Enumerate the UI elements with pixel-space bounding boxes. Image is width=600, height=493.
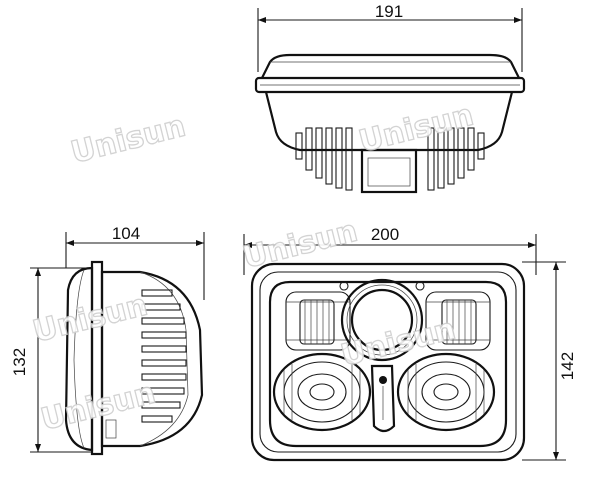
top-dimension-label: 191 — [375, 2, 403, 21]
upper-left-reflector — [285, 291, 351, 351]
lower-right-reflector-ring — [421, 373, 471, 411]
top-view-fin — [295, 132, 303, 160]
top-view-fin — [437, 127, 445, 189]
side-view-fin — [141, 373, 187, 381]
top-view-fin — [305, 127, 313, 171]
front-height-dimension-label: 142 — [558, 352, 577, 380]
side-view-fin — [141, 331, 187, 339]
lower-right-reflector-outer — [396, 352, 496, 432]
side-view-housing-contour — [139, 271, 189, 447]
watermark-text: Unisun — [67, 109, 189, 171]
projector-lens — [350, 288, 414, 352]
top-view: 191 — [254, 2, 526, 194]
front-view-inner-frame — [259, 271, 517, 453]
front-width-arrow-right — [528, 242, 536, 248]
side-height-arrow-bottom — [35, 444, 41, 452]
side-view-tab — [105, 419, 117, 439]
side-view-fins — [141, 289, 187, 423]
watermark-text: Unisun — [239, 214, 361, 276]
side-view-fin — [141, 317, 185, 325]
watermark-text: Unisun — [37, 376, 159, 438]
upper-right-reflector — [425, 291, 491, 351]
side-view-housing — [100, 270, 204, 448]
projector-screw — [339, 281, 349, 291]
projector-screw — [415, 281, 425, 291]
top-view-fins — [295, 127, 485, 191]
side-depth-arrow-left — [66, 240, 74, 246]
upper-left-reflector-outline — [285, 291, 351, 351]
lower-right-reflector-ring — [407, 361, 485, 423]
front-view-outer-frame — [250, 262, 526, 462]
center-divider-post — [370, 364, 396, 433]
lower-right-reflector — [396, 352, 496, 432]
top-view-connector — [360, 148, 418, 194]
front-width-arrow-left — [244, 242, 252, 248]
top-view-fin — [325, 127, 333, 185]
center-divider — [370, 364, 396, 433]
watermarks: Unisun Unisun Unisun Unisun Unisun Unisu… — [29, 97, 478, 438]
side-view-fin — [141, 387, 185, 395]
top-dimension-arrow-left — [258, 17, 266, 23]
top-dimension-arrow-right — [514, 17, 522, 23]
side-view-fin — [141, 415, 173, 423]
lower-right-led — [433, 383, 459, 401]
top-view-bezel-ring — [254, 76, 526, 94]
top-view-fin — [457, 127, 465, 179]
front-height-arrow-bottom — [553, 452, 559, 460]
watermark-text: Unisun — [29, 288, 151, 350]
side-view-fin — [141, 289, 173, 297]
lower-left-led — [309, 383, 335, 401]
front-width-dimension-label: 200 — [371, 225, 399, 244]
side-view-fin — [141, 345, 187, 353]
top-view-fin — [477, 132, 485, 160]
side-depth-arrow-right — [196, 240, 204, 246]
front-view: 200 142 — [243, 225, 577, 462]
upper-right-reflector-outline — [425, 291, 491, 351]
top-view-fin — [427, 127, 435, 191]
side-view-fin — [141, 401, 181, 409]
projector-outer-ring — [340, 278, 424, 362]
side-height-dimension-label: 132 — [10, 348, 29, 376]
lower-left-reflector-ring — [297, 373, 347, 411]
top-view-fin — [335, 127, 343, 189]
side-view-fin — [141, 359, 187, 367]
watermark-text: Unisun — [337, 312, 459, 374]
projector-mid-ring — [346, 284, 418, 356]
top-view-fin — [345, 127, 353, 191]
front-height-arrow-top — [553, 262, 559, 270]
top-view-fin — [467, 127, 475, 171]
side-depth-dimension-label: 104 — [112, 224, 140, 243]
front-view-housing — [268, 280, 508, 448]
top-view-fin — [315, 127, 323, 179]
side-view-lens — [64, 266, 94, 452]
side-view: 104 132 — [10, 224, 205, 456]
top-view-lens-dome — [261, 53, 520, 79]
lower-left-reflector — [272, 352, 372, 432]
center-projector — [339, 278, 425, 362]
side-view-lens-contour — [73, 269, 85, 449]
top-view-fin — [447, 127, 455, 185]
side-view-fin — [141, 303, 181, 311]
lower-left-reflector-outer — [272, 352, 372, 432]
center-divider-screw — [379, 376, 387, 384]
top-view-connector-inner — [367, 157, 411, 187]
side-height-arrow-top — [35, 268, 41, 276]
